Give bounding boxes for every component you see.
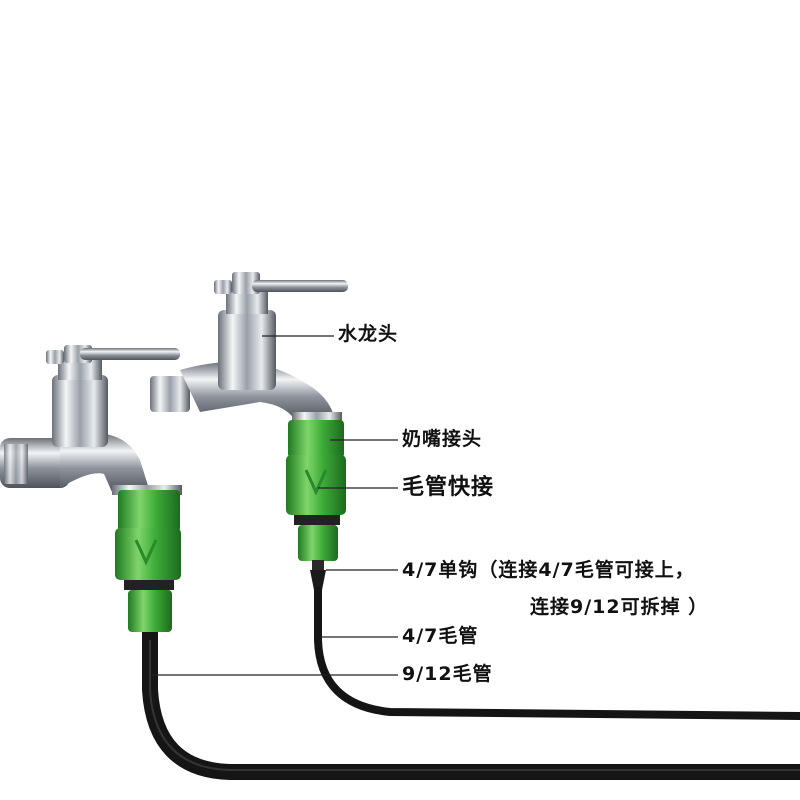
label-tube-4-7: 4/7毛管 [402,625,479,647]
right-faucet [150,272,348,426]
label-single-hook-line1: 4/7单钩（连接4/7毛管可接上， [402,559,695,581]
single-hook-barb [310,560,326,590]
left-faucet [0,345,182,495]
label-nipple-connector: 奶嘴接头 [402,428,483,450]
tube-4-7 [314,586,800,720]
leader-lines [152,335,398,676]
left-quick-connector [115,490,181,632]
label-tube-9-12: 9/12毛管 [402,663,493,685]
label-single-hook-line2: 连接9/12可拆掉 ） [530,596,709,618]
tube-9-12 [142,632,800,780]
label-faucet: 水龙头 [338,323,399,345]
label-capillary-quick-connector: 毛管快接 [402,475,495,500]
right-quick-connector [286,420,346,561]
